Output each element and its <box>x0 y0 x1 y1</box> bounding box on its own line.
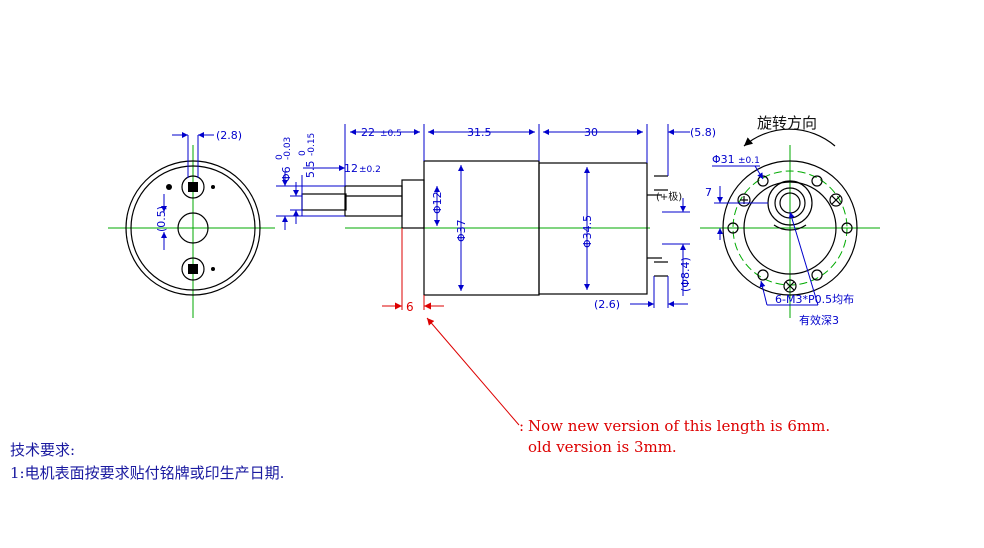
note-prefix: : <box>519 417 524 435</box>
bushing-circle <box>177 212 209 244</box>
polarity-label: (+极) <box>656 190 682 203</box>
gearbox-diameter-dim: Φ37 <box>455 219 468 242</box>
note-line-2: old version is 3mm. <box>528 438 677 456</box>
terminal-offset-dim: (2.6) <box>594 298 620 311</box>
pcd-dim: Φ31 <box>712 153 735 166</box>
gearbox-length-dim: 31.5 <box>467 126 492 139</box>
shaft-diameter-dim: Φ6 <box>280 166 293 182</box>
boss <box>401 179 425 229</box>
offset-dim: 7 <box>705 186 712 199</box>
tapped-hole <box>757 269 769 281</box>
flat-tol-lower: -0.15 <box>307 133 317 156</box>
pcd-tol: ±0.1 <box>738 156 760 166</box>
rotation-direction-label: 旋转方向 <box>757 114 817 132</box>
terminal-bottom-slot <box>188 264 198 274</box>
technical-requirements: 技术要求: 1:电机表面按要求贴付铭牌或印生产日期. <box>10 441 284 482</box>
shaft-flat <box>301 193 347 211</box>
motor-length-dim: 30 <box>584 126 598 139</box>
rivet-dot <box>211 185 215 189</box>
terminal-bottom <box>181 257 205 281</box>
tech-requirements-title: 技术要求: <box>10 441 75 459</box>
inner-housing-circle <box>130 165 256 291</box>
tapped-hole <box>757 175 769 187</box>
left-end-view: (2.8) (0.5) <box>108 129 275 318</box>
tapped-hole <box>841 222 853 234</box>
motor-diameter-dim: Φ34.5 <box>581 215 594 248</box>
tech-requirement-item-1: 1:电机表面按要求贴付铭牌或印生产日期. <box>10 464 284 482</box>
outer-housing-circle <box>125 160 261 296</box>
side-view: 22 ±0.5 31.5 30 (5.8) 12 ±0.2 Φ6 0 -0.03… <box>275 124 716 426</box>
shaft-diameter-tol-upper: 0 <box>275 154 285 160</box>
flat-length-dim: 12 <box>344 162 358 175</box>
arc-detail <box>773 224 807 231</box>
tapped-holes <box>727 175 853 281</box>
polarity-dot <box>166 184 172 190</box>
dim-side-label: (0.5) <box>155 206 168 232</box>
thread-callout: 6-M3*P0.5均布 <box>775 293 854 306</box>
note-leader-arrow <box>426 317 520 426</box>
boss-length-dim: 6 <box>406 300 414 314</box>
dim-top-label: (2.8) <box>216 129 242 142</box>
terminal-top-slot <box>188 182 198 192</box>
screw-head <box>737 193 751 207</box>
right-end-view: 旋转方向 Φ31 ±0.1 7 6-M3*P0.5均布 有效深3 <box>700 114 880 327</box>
flat-dim: 5.5 <box>304 161 317 179</box>
gearbox-outer-circle <box>722 160 858 296</box>
motor-body <box>538 162 648 295</box>
shaft-length-dim: 22 <box>361 126 375 139</box>
revision-note: : Now new version of this length is 6mm.… <box>519 417 830 456</box>
flat-tol-upper: 0 <box>298 150 308 156</box>
tapped-hole <box>811 175 823 187</box>
terminal-length-dim: (5.8) <box>690 126 716 139</box>
rivet-dot <box>211 267 215 271</box>
inner-circle <box>743 181 837 275</box>
pitch-circle <box>732 170 848 286</box>
thread-depth: 有效深3 <box>799 313 839 327</box>
note-line-1: Now new version of this length is 6mm. <box>528 417 830 435</box>
shaft <box>344 185 403 217</box>
shaft-length-tol: ±0.5 <box>380 129 402 139</box>
tapped-hole <box>727 222 739 234</box>
terminal-pitch-dim: (Φ8.4) <box>679 257 692 292</box>
screw-head <box>783 279 797 293</box>
terminal-top <box>181 175 205 199</box>
tapped-hole <box>811 269 823 281</box>
rotation-arrow <box>743 128 836 147</box>
boss-diameter-dim: Φ12 <box>431 191 444 214</box>
flat-length-tol: ±0.2 <box>359 165 381 175</box>
shaft-diameter-tol-lower: -0.03 <box>283 137 293 160</box>
screw-head <box>829 193 843 207</box>
